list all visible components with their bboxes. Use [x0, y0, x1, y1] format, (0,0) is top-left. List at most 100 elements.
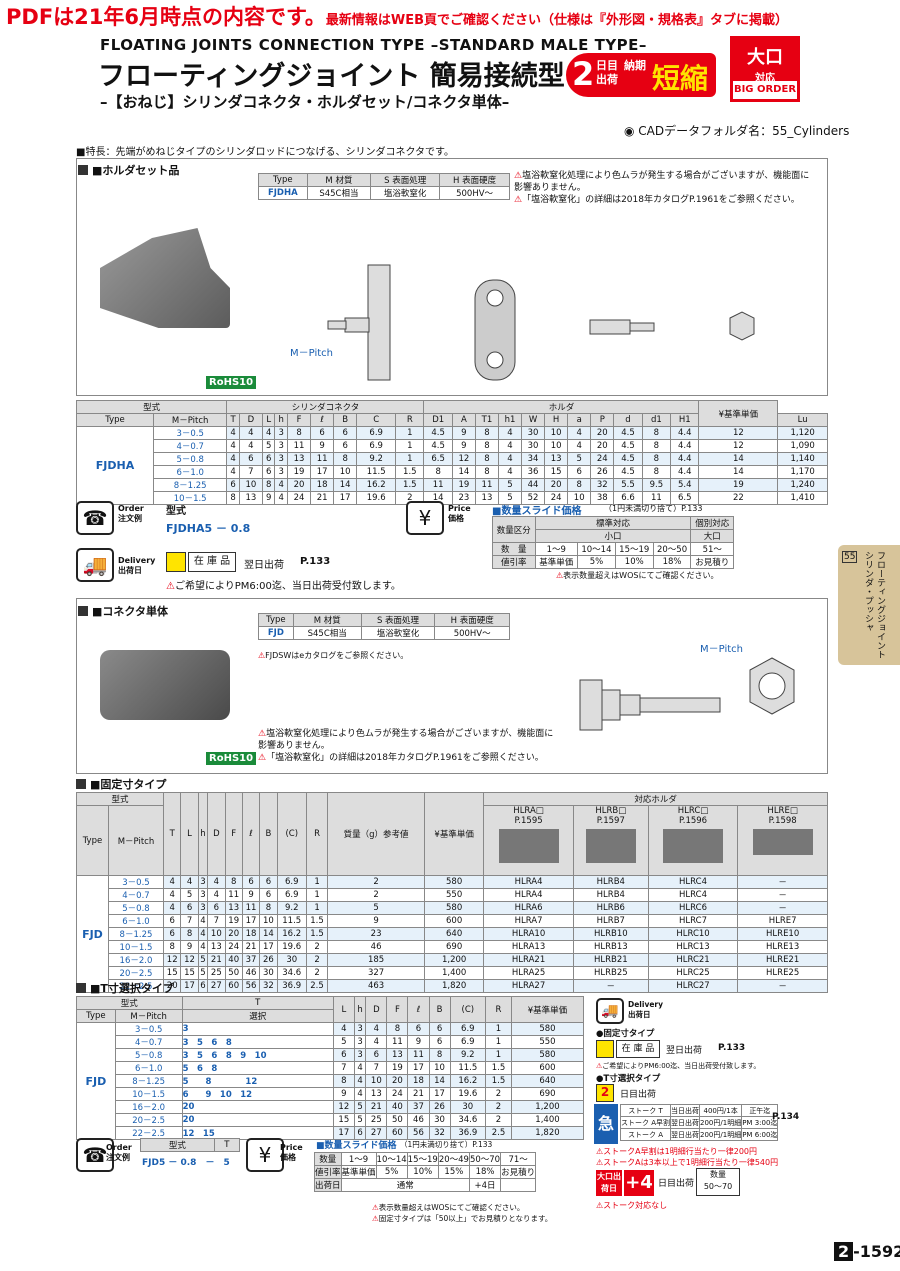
table-cell: 9 [327, 914, 425, 928]
price-title: ■数量スライド価格 [492, 506, 582, 517]
table-cell: 640 [423, 927, 485, 941]
table-cell: 20 [386, 1074, 409, 1088]
table-cell: 8 [332, 1074, 355, 1088]
table-cell: 8 [286, 426, 312, 440]
table-cell: 6 [241, 875, 261, 889]
table-cell: 11 [407, 1048, 430, 1062]
table-cell: 6 [333, 426, 358, 440]
connector-photo [100, 650, 230, 720]
table-cell: 21 [407, 1087, 430, 1101]
table-cell: 4 [226, 426, 240, 440]
express-icon: 急 [594, 1104, 618, 1144]
table-cell: HLRB□P.1597 [572, 805, 649, 876]
table-cell: 200円/1明細 [699, 1128, 743, 1141]
table-cell: 32 [590, 478, 615, 492]
table-cell: HLRC4 [647, 875, 739, 889]
table-cell: D [365, 996, 388, 1023]
table-cell: 2 [327, 888, 425, 902]
table-cell: 1,820 [423, 979, 485, 993]
holder-notes: ⚠塩浴軟窒化処理により色ムラが発生する場合がございますが、機能面に影響ありません… [514, 171, 810, 205]
table-cell: 12 [180, 953, 199, 967]
table-cell: HLRE7 [737, 914, 828, 928]
table-cell: 16.2 [276, 927, 307, 941]
table-cell: 2 [485, 1113, 512, 1127]
price-note: （1円未満切り捨て）P.133 [604, 504, 703, 513]
table-cell: 30 [449, 1100, 487, 1114]
table-cell: 26 [590, 465, 615, 479]
table-cell: 4.4 [670, 426, 700, 440]
table-cell: 6 [333, 439, 358, 453]
table-cell: 16.2 [449, 1074, 487, 1088]
table-cell: 4 [207, 888, 226, 902]
table-cell: 19.6 [276, 940, 307, 954]
badge-l3: 納期 [624, 59, 646, 72]
table-cell: D [207, 792, 226, 876]
table-cell: 対応ホルダ [483, 792, 828, 806]
table-cell: S45C相当 [306, 186, 372, 200]
table-cell: 5% [375, 1165, 408, 1179]
table-cell: 3 5 6 8 9 10 [181, 1048, 334, 1062]
table-cell: 5.4 [670, 478, 700, 492]
table-cell: 9 [261, 491, 276, 505]
price-label: Price 価格 [448, 504, 471, 523]
table-cell: 1 [395, 426, 425, 440]
table-cell: 1,400 [423, 966, 485, 980]
table-cell: 3 [181, 1022, 334, 1036]
table-cell: 型式 [76, 996, 183, 1010]
table-cell: HLRA□P.1595 [483, 805, 574, 876]
table-cell: ストーク A早割 [619, 1116, 672, 1129]
table-cell: 4 [180, 875, 199, 889]
table-cell: 2 [305, 953, 329, 967]
table-cell: 580 [510, 1048, 585, 1062]
table-cell: FJD [76, 875, 109, 993]
table-cell: 1～9 [534, 542, 579, 556]
price-foot: ⚠表示数量超えはWOSにてご確認ください。 [556, 571, 719, 580]
table-cell: 17 [428, 1087, 451, 1101]
table-cell: L [180, 792, 199, 876]
table-cell: 8 [641, 426, 672, 440]
table-cell: 6 [197, 979, 209, 993]
table-cell: 3 [274, 426, 288, 440]
table-cell: 10 [207, 927, 226, 941]
table-cell: 463 [327, 979, 425, 993]
table-cell: 8 [386, 1022, 409, 1036]
price2-foot2: ⚠固定寸タイプは「50以上」でお見積りとなります。 [372, 1214, 553, 1223]
side-tab[interactable]: 55 フローティングジョイントシリンダ・プッシャ [838, 545, 900, 665]
table-cell: 6 [180, 901, 199, 915]
table-cell: 500HV～ [434, 626, 510, 640]
table-cell: A [451, 413, 476, 427]
table-cell: 2 [327, 875, 425, 889]
table-cell: 34.6 [276, 966, 307, 980]
table-cell: － [737, 979, 828, 993]
cad-folder[interactable]: ◉ CADデータフォルダ名：55_Cylinders [624, 124, 850, 138]
phone-icon: ☎ [76, 501, 114, 535]
table-cell: 11.5 [356, 465, 397, 479]
table-cell: シリンダコネクタ [226, 400, 425, 414]
table-cell: 3 [353, 1048, 367, 1062]
two-day-badge: 2 日目出荷 納期 短縮 [566, 53, 716, 97]
table-cell: 4.5 [423, 426, 453, 440]
table-cell: 4 [238, 439, 263, 453]
badge-l1: 日目 [596, 59, 618, 72]
table-cell: 21 [241, 940, 261, 954]
table-cell: HLRB7 [572, 914, 649, 928]
table-cell: 6 [259, 888, 278, 902]
table-cell: 6 [365, 1048, 388, 1062]
table-cell: 21 [365, 1100, 388, 1114]
table-cell: 1,820 [510, 1126, 585, 1140]
table-cell: 36.9 [449, 1126, 487, 1140]
table-cell: 17 [241, 914, 261, 928]
express-ref: P.134 [772, 1112, 800, 1122]
table-cell: 13 [544, 452, 569, 466]
table-cell: 2 [305, 966, 329, 980]
table-cell: 8 [567, 478, 592, 492]
table-cell: 3 [353, 1035, 367, 1049]
table-cell: 1 [485, 1022, 512, 1036]
table-cell: 基準単価 [340, 1165, 377, 1179]
table-cell: R [305, 792, 329, 876]
table-cell: 18% [652, 555, 692, 569]
table-cell: 6 [353, 1126, 367, 1140]
table-cell: 4 [497, 465, 523, 479]
